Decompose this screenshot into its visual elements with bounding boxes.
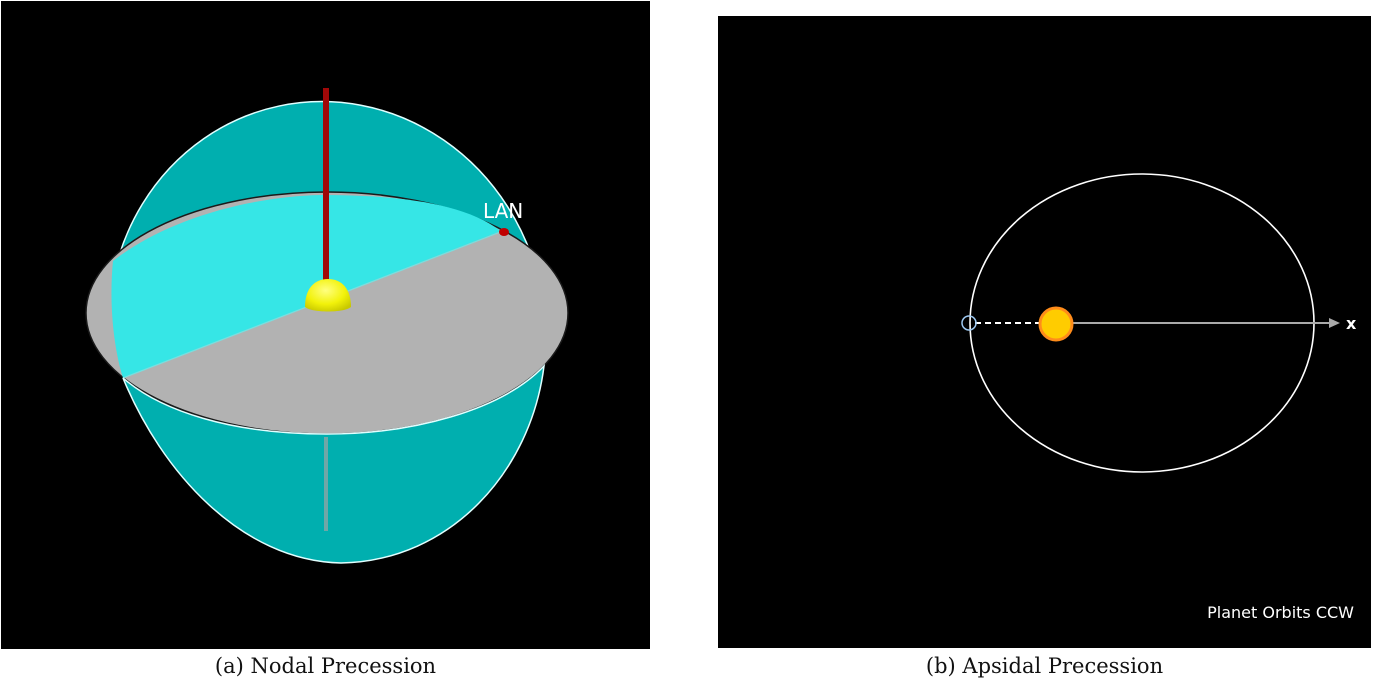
apsidal-precession-panel: x Planet Orbits CCW	[718, 16, 1371, 648]
ascending-node-marker	[499, 228, 509, 236]
orbital-plane-above-reference	[111, 195, 501, 378]
orbit-direction-note: Planet Orbits CCW	[1207, 603, 1354, 622]
caption-nodal-precession: (a) Nodal Precession	[214, 654, 437, 678]
periapsis-marker	[961, 315, 977, 331]
star	[1038, 306, 1074, 342]
nodal-precession-panel: LAN	[1, 1, 650, 649]
x-axis-arrowhead	[1329, 318, 1340, 328]
central-star	[305, 279, 351, 312]
caption-apsidal-precession: (b) Apsidal Precession	[925, 654, 1164, 678]
orbital-plane-lower	[122, 363, 546, 564]
x-axis-label: x	[1346, 314, 1357, 333]
angular-momentum-axis	[323, 88, 329, 300]
lan-label: LAN	[483, 199, 523, 223]
apsidal-precession-diagram: x Planet Orbits CCW	[961, 173, 1357, 622]
nodal-precession-diagram: LAN	[85, 88, 569, 564]
